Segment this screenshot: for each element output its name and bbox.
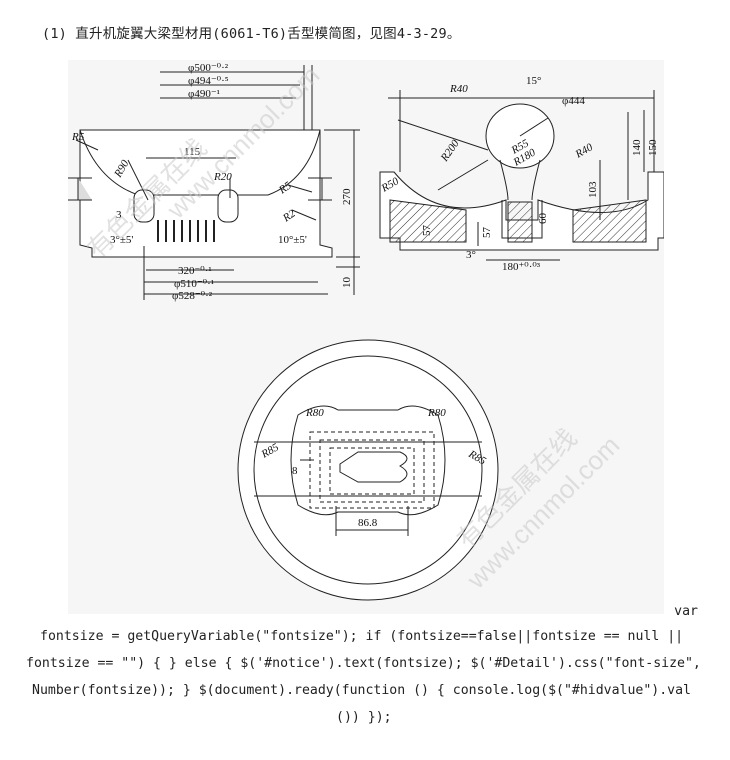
- dim-ang3: 3: [116, 209, 122, 221]
- dim-103: 103: [587, 181, 599, 198]
- dim-10: 10: [341, 277, 353, 289]
- code-line-3: fontsize == "") { } else { $('#notice').…: [26, 656, 701, 671]
- dim-8: 8: [292, 465, 298, 477]
- dim-r80b: R80: [427, 407, 446, 419]
- dim-270: 270: [341, 188, 353, 205]
- dim-150: 150: [647, 139, 659, 156]
- dim-115: 115: [184, 146, 201, 158]
- code-line-4: Number(fontsize)); } $(document).ready(f…: [32, 683, 691, 698]
- dim-140: 140: [631, 139, 643, 156]
- code-line-1: var: [674, 604, 698, 619]
- dim-d494: φ494⁻⁰·⁵: [188, 75, 229, 87]
- dim-86-8: 86.8: [358, 517, 378, 529]
- dim-57a: 57: [421, 225, 433, 237]
- dim-r5a: R5: [71, 131, 85, 143]
- code-line-2: fontsize = getQueryVariable("fontsize");…: [40, 629, 684, 644]
- dim-60: 60: [537, 213, 549, 225]
- dim-d444: φ444: [562, 95, 585, 107]
- dim-d510: φ510⁻⁰·¹: [174, 278, 214, 290]
- code-line-5: ()) });: [336, 710, 392, 725]
- dim-r80a: R80: [305, 407, 324, 419]
- dim-d528: φ528⁻⁰·²: [172, 290, 213, 302]
- technical-drawing: φ500⁻⁰·² φ494⁻⁰·⁵ φ490⁻¹ R5 R90 115 R20 …: [68, 60, 664, 614]
- dim-ang15: 15°: [526, 75, 541, 87]
- dim-180: 180⁺⁰·⁰³: [502, 261, 541, 273]
- figure-caption: (1) 直升机旋翼大梁型材用(6061-T6)舌型模简图，见图4-3-29。: [42, 26, 461, 42]
- dim-d500: φ500⁻⁰·²: [188, 62, 229, 74]
- dim-r20: R20: [213, 171, 232, 183]
- dim-d490: φ490⁻¹: [188, 88, 220, 100]
- dim-ang3pm: 3°±5': [110, 234, 133, 246]
- tongue-die-drawing: φ500⁻⁰·² φ494⁻⁰·⁵ φ490⁻¹ R5 R90 115 R20 …: [68, 60, 664, 614]
- dim-r40a: R40: [449, 83, 468, 95]
- dim-57b: 57: [481, 227, 493, 239]
- dim-ang10: 10°±5': [278, 234, 307, 246]
- dim-320: 320⁻⁰·¹: [178, 265, 212, 277]
- dim-ang3-side: 3°: [466, 249, 476, 261]
